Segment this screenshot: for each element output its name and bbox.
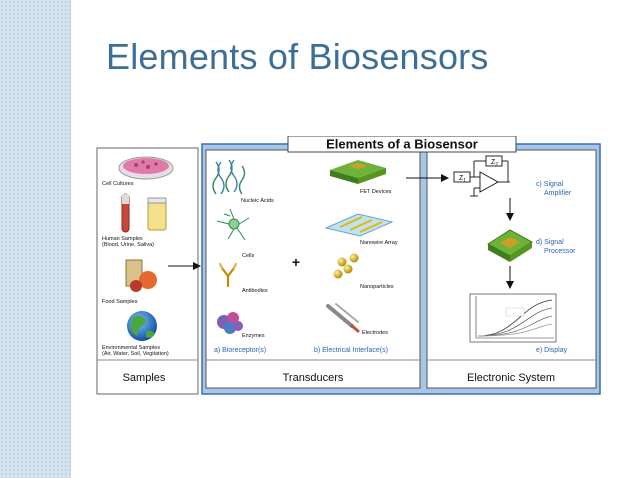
antibody-icon	[218, 262, 238, 288]
globe-icon	[127, 311, 157, 341]
amplifier-circuit-icon	[453, 155, 510, 197]
plus-sign: +	[292, 254, 300, 270]
petri-dish-icon	[118, 156, 174, 180]
label-antibodies: Antibodies	[242, 288, 268, 294]
decorative-sidebar	[0, 0, 71, 478]
samples-footer: Samples	[123, 372, 166, 384]
label-cells: Cells	[242, 253, 254, 259]
food-icon	[125, 259, 157, 292]
caption-processor-2: Processor	[544, 248, 576, 255]
samples-human: Human Samples	[102, 236, 143, 242]
label-nanowire-array: Nanowire Array	[360, 240, 398, 246]
impedance-z2: Z2	[491, 159, 498, 168]
samples-cell-cultures: Cell Cultures	[102, 181, 134, 187]
caption-bioreceptors: a) Bioreceptor(s)	[214, 347, 266, 354]
fet-device-icon	[330, 160, 386, 184]
impedance-z1: Z1	[459, 175, 466, 184]
samples-environmental: Environmental Samples	[102, 345, 160, 351]
test-tube-icon	[121, 193, 130, 233]
samples-environmental-detail: (Air, Water, Soil, Vegitation)	[102, 351, 169, 357]
electronic-footer: Electronic System	[467, 372, 555, 384]
nanowire-array-icon	[324, 213, 394, 237]
processor-chip-icon	[487, 229, 533, 262]
figure-title: Elements of a Biosensor	[326, 137, 478, 152]
label-enzymes: Enzymes	[242, 333, 265, 339]
label-nanoparticles: Nanoparticles	[360, 284, 394, 290]
slide-title: Elements of Biosensors	[106, 36, 489, 77]
transducers-box	[205, 149, 421, 389]
caption-processor-1: d) Signal	[536, 239, 564, 246]
electronic-box	[426, 149, 597, 389]
samples-food: Food Samples	[102, 299, 138, 305]
biosensor-diagram: Elements of a Biosensor Cell Cultures Hu…	[96, 136, 601, 395]
dna-icon	[212, 159, 246, 195]
cell-neuron-icon	[216, 208, 250, 241]
caption-interfaces: b) Electrical Interface(s)	[314, 347, 388, 354]
label-nucleic-acids: Nucleic Acids	[241, 198, 274, 204]
enzyme-icon	[217, 312, 243, 334]
label-electrodes: Electrodes	[362, 330, 388, 336]
sample-jar-icon	[147, 197, 167, 231]
electrodes-icon	[326, 303, 360, 333]
figure-title-box	[287, 136, 517, 153]
nanoparticles-icon	[333, 253, 359, 279]
label-fet-devices: FET Devices	[360, 189, 392, 195]
caption-amplifier-2: Amplifier	[544, 190, 572, 197]
caption-display: e) Display	[536, 347, 568, 354]
samples-panel	[96, 147, 199, 395]
display-graph-icon	[469, 293, 557, 343]
samples-human-detail: (Blood, Urine, Saliva)	[102, 242, 154, 248]
transducers-footer: Transducers	[283, 372, 344, 384]
caption-amplifier-1: c) Signal	[536, 181, 564, 188]
